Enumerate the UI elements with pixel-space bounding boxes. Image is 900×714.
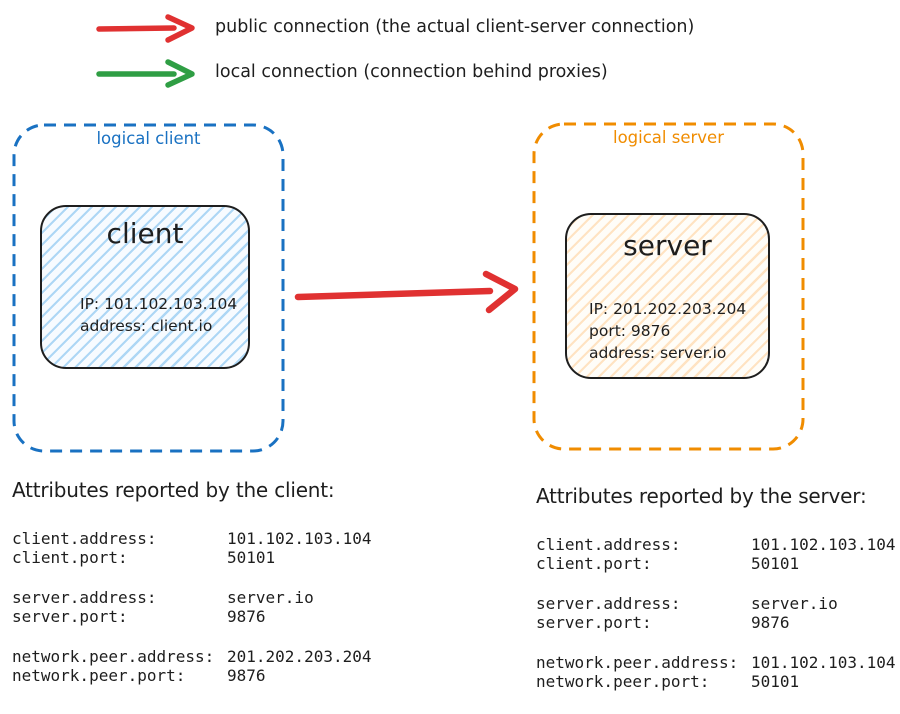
local-connection-arrow-icon bbox=[96, 59, 195, 88]
client-attributes-list: client.address: 101.102.103.104 client.p… bbox=[12, 529, 442, 685]
client-address: address: client.io bbox=[80, 317, 213, 335]
attr-key: server.address: bbox=[12, 588, 157, 607]
attr-row: network.peer.port: 9876 bbox=[12, 666, 442, 685]
attr-row: client.address: 101.102.103.104 bbox=[12, 529, 442, 548]
attr-value: server.io bbox=[751, 594, 838, 613]
attr-row: server.address: server.io bbox=[536, 594, 900, 613]
attr-key: client.address: bbox=[536, 535, 681, 554]
attr-key: network.peer.address: bbox=[12, 647, 215, 666]
client-attributes-heading: Attributes reported by the client: bbox=[12, 478, 335, 502]
client-server-connection-arrow bbox=[294, 270, 519, 314]
server-node-title: server bbox=[623, 229, 712, 262]
attr-key: network.peer.address: bbox=[536, 653, 739, 672]
attr-key: client.address: bbox=[12, 529, 157, 548]
server-node-details: IP: 201.202.203.204 port: 9876 address: … bbox=[589, 298, 746, 364]
attr-key: client.port: bbox=[12, 548, 128, 567]
client-node-title: client bbox=[106, 217, 184, 250]
attr-row: client.address: 101.102.103.104 bbox=[536, 535, 900, 554]
server-ip: IP: 201.202.203.204 bbox=[589, 300, 747, 318]
logical-client-dashed-border bbox=[12, 123, 285, 453]
attr-key: network.peer.port: bbox=[536, 672, 710, 691]
server-port: port: 9876 bbox=[589, 322, 671, 340]
public-connection-arrow-icon bbox=[96, 14, 195, 43]
server-attributes-section: Attributes reported by the server: clien… bbox=[536, 484, 900, 712]
attr-value: 50101 bbox=[751, 554, 800, 573]
client-ip: IP: 101.102.103.104 bbox=[80, 295, 238, 313]
attr-value: 9876 bbox=[227, 607, 266, 626]
attr-value: 50101 bbox=[751, 672, 800, 691]
attr-row: network.peer.address: 201.202.203.204 bbox=[12, 647, 442, 666]
server-attributes-heading: Attributes reported by the server: bbox=[536, 484, 867, 508]
logical-server-dashed-border bbox=[532, 122, 805, 451]
attr-key: server.port: bbox=[536, 613, 652, 632]
attr-row: network.peer.port: 50101 bbox=[536, 672, 900, 691]
server-attributes-list: client.address: 101.102.103.104 client.p… bbox=[536, 535, 900, 691]
attr-row: server.address: server.io bbox=[12, 588, 442, 607]
server-address: address: server.io bbox=[589, 344, 727, 362]
logical-server-label: logical server bbox=[613, 128, 724, 147]
attr-value: 50101 bbox=[227, 548, 276, 567]
legend-label-local: local connection (connection behind prox… bbox=[215, 62, 608, 82]
attr-key: server.port: bbox=[12, 607, 128, 626]
client-node: client IP: 101.102.103.104 address: clie… bbox=[40, 205, 250, 369]
attr-row: server.port: 9876 bbox=[12, 607, 442, 626]
server-node: server IP: 201.202.203.204 port: 9876 ad… bbox=[565, 213, 770, 379]
attr-key: server.address: bbox=[536, 594, 681, 613]
legend: public connection (the actual client-ser… bbox=[0, 0, 900, 100]
logical-client-box: logical client client IP: 101.102.103.10… bbox=[12, 123, 285, 453]
client-node-details: IP: 101.102.103.104 address: client.io bbox=[80, 293, 237, 337]
attr-value: 201.202.203.204 bbox=[227, 647, 372, 666]
attr-value: 101.102.103.104 bbox=[227, 529, 372, 548]
attr-value: 9876 bbox=[227, 666, 266, 685]
attr-key: network.peer.port: bbox=[12, 666, 186, 685]
client-attributes-section: Attributes reported by the client: clien… bbox=[12, 478, 442, 706]
attr-row: client.port: 50101 bbox=[536, 554, 900, 573]
attr-value: 9876 bbox=[751, 613, 790, 632]
attr-row: server.port: 9876 bbox=[536, 613, 900, 632]
logical-client-label: logical client bbox=[96, 129, 201, 148]
legend-label-public: public connection (the actual client-ser… bbox=[215, 17, 695, 37]
attr-value: 101.102.103.104 bbox=[751, 535, 896, 554]
logical-server-box: logical server server IP: 201.202.203.20… bbox=[532, 122, 805, 451]
attr-row: network.peer.address: 101.102.103.104 bbox=[536, 653, 900, 672]
attr-value: server.io bbox=[227, 588, 314, 607]
attr-key: client.port: bbox=[536, 554, 652, 573]
attr-row: client.port: 50101 bbox=[12, 548, 442, 567]
attr-value: 101.102.103.104 bbox=[751, 653, 896, 672]
